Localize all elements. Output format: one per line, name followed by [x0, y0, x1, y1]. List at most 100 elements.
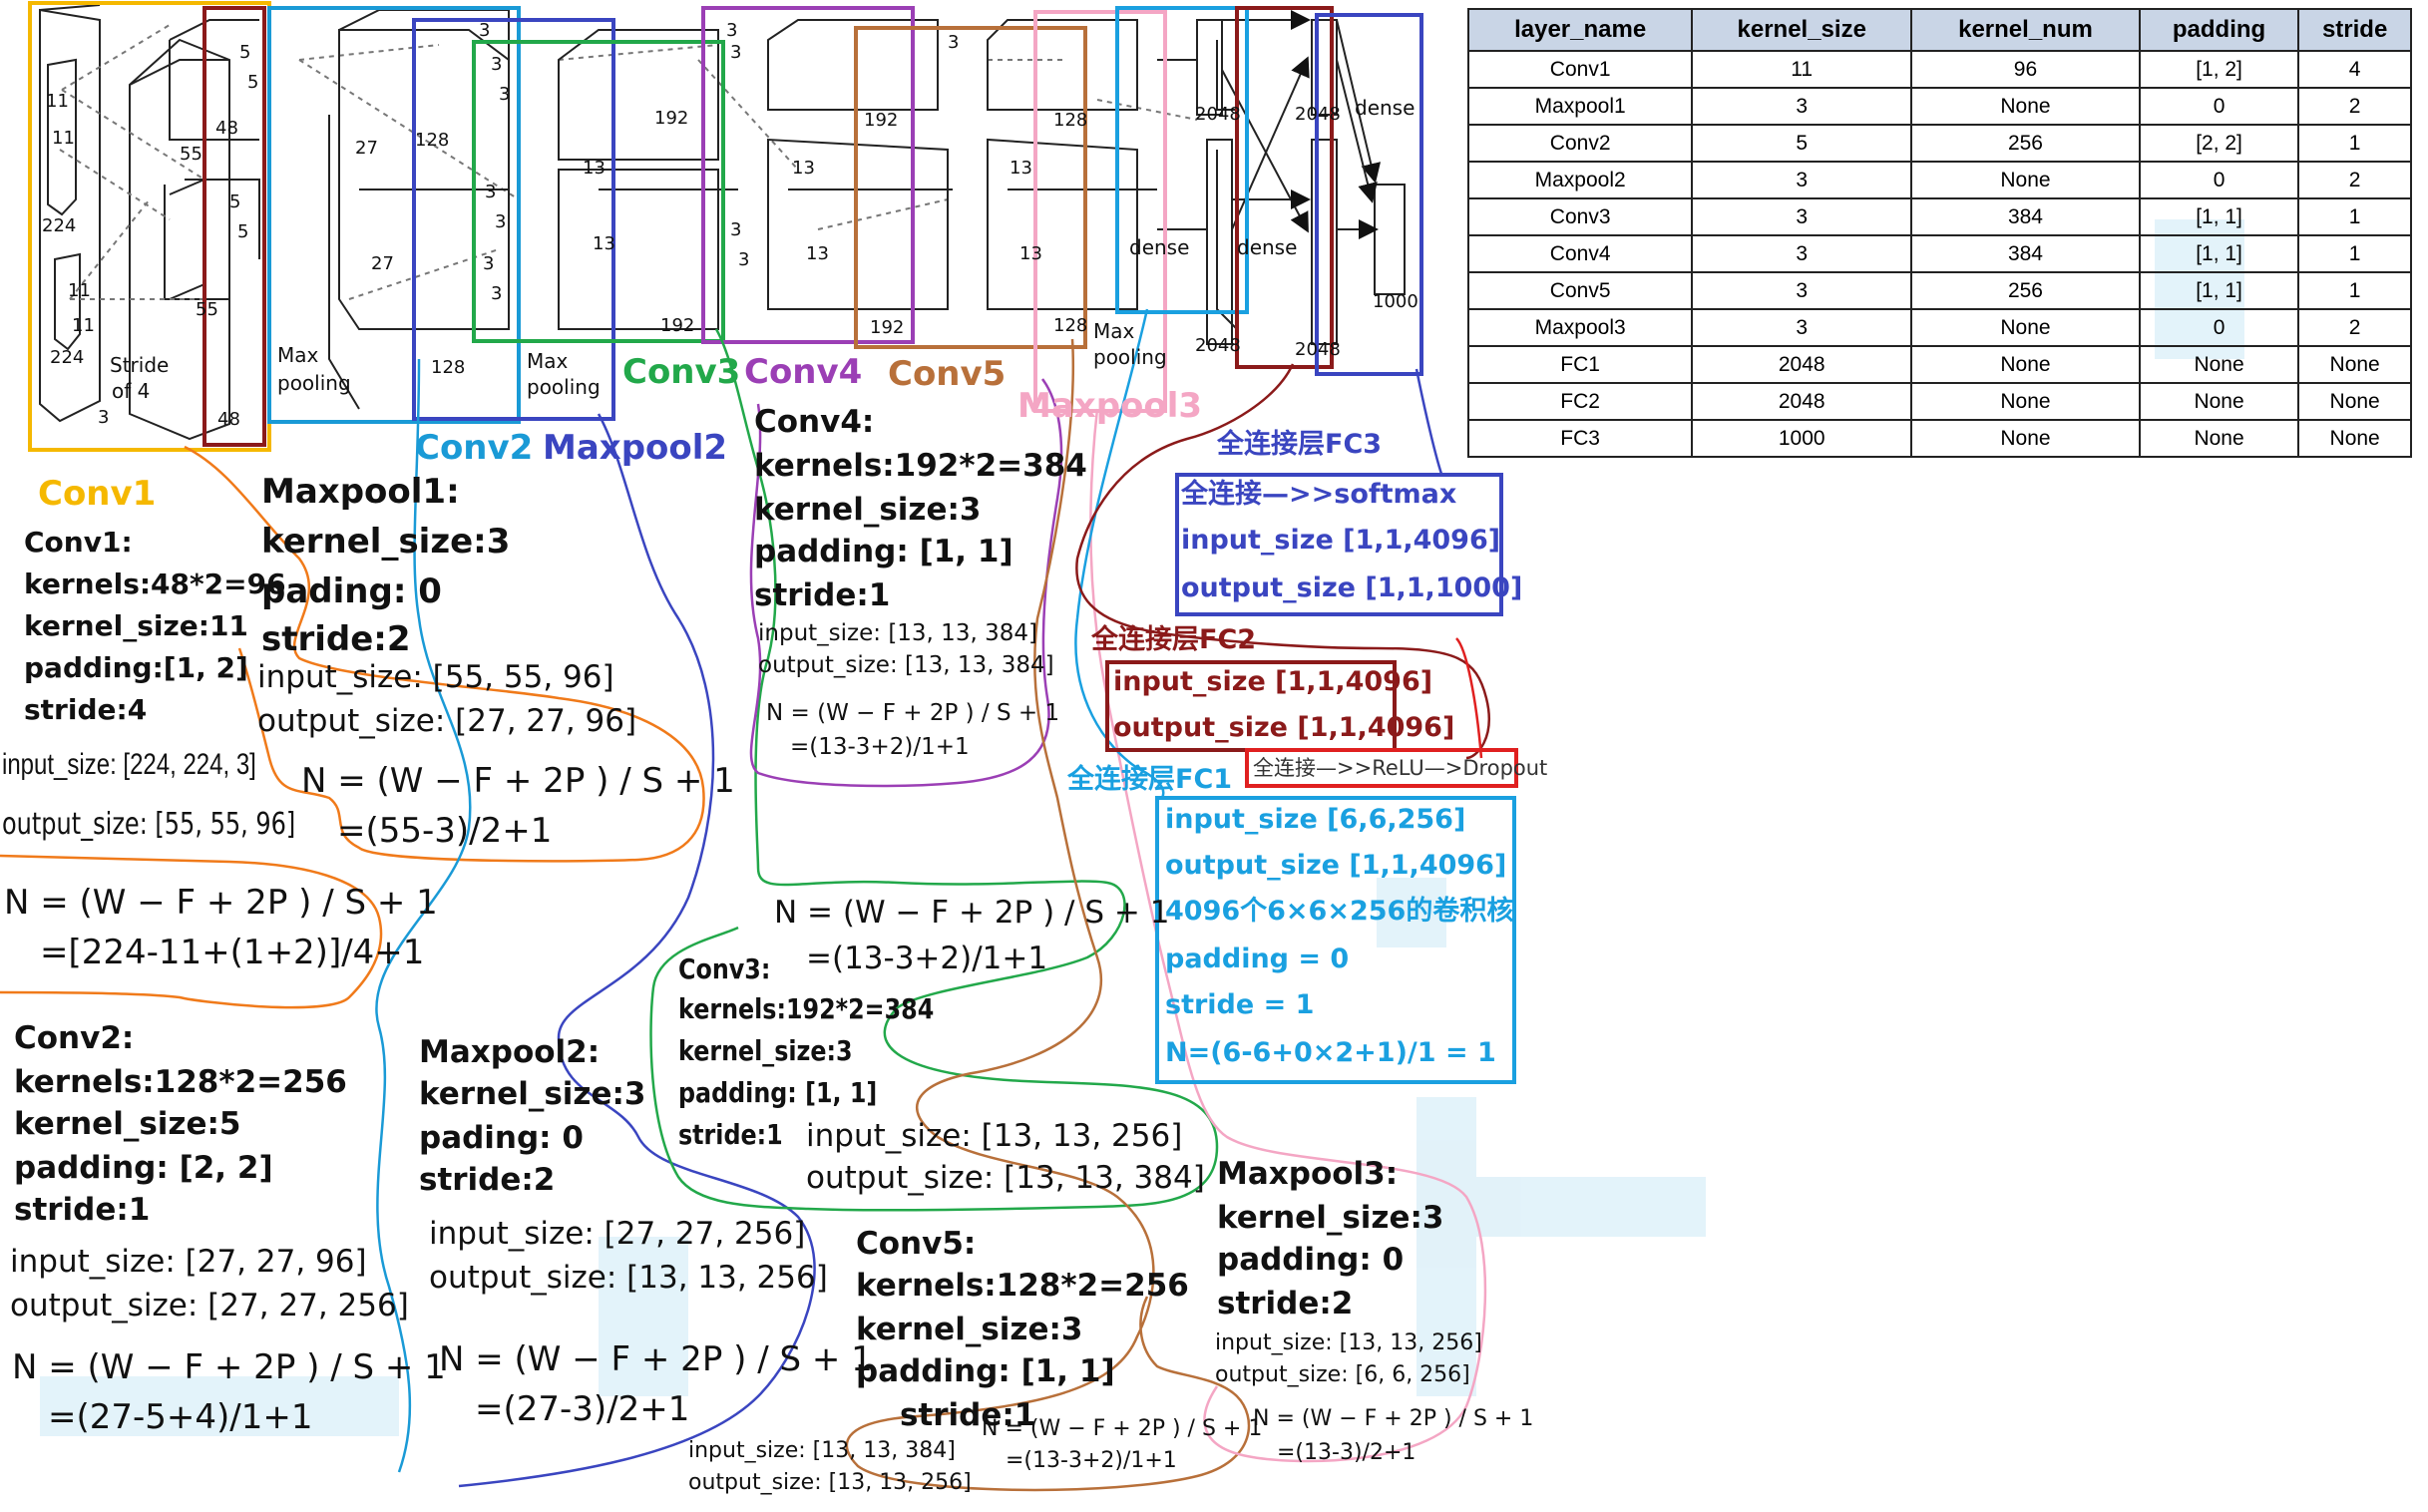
dim-label: 3: [479, 20, 491, 41]
note-line: pading: 0: [261, 571, 442, 611]
note-formula: N = (W − F + 2P ) / S + 1: [4, 883, 438, 923]
table-cell: [1, 1]: [2138, 197, 2300, 236]
note-output: output_size: [13, 13, 384]: [806, 1160, 1205, 1196]
note-line: input_size [6,6,256]: [1165, 804, 1466, 835]
maxpool3-box: [1033, 10, 1167, 413]
dim-label: 5: [229, 191, 241, 212]
section-label-maxpool2: Maxpool2: [543, 428, 728, 468]
note-line: kernel_size:5: [14, 1106, 241, 1142]
maxpool-label: pooling: [1093, 345, 1167, 369]
table-cell: None: [2297, 419, 2412, 458]
note-line: kernels:128*2=256: [856, 1268, 1189, 1304]
note-title: 全连接层FC1: [1067, 764, 1233, 795]
section-label-conv5: Conv5: [888, 354, 1007, 394]
curve-maxpool1: [184, 445, 705, 863]
dim-label: 13: [583, 158, 606, 179]
table-cell: 3: [1691, 308, 1913, 347]
maxpool2-box: [412, 18, 615, 421]
table-cell: 4: [2297, 50, 2412, 89]
note-line: padding = 0: [1165, 944, 1350, 974]
note-formula: =[224-11+(1+2)]/4+1: [40, 933, 425, 972]
dim-label: 192: [864, 110, 899, 131]
relu-dropout-note: 全连接—>>ReLU—>Dropout: [1253, 756, 1548, 780]
note-output: output_size: [13, 13, 384]: [758, 652, 1054, 678]
note-formula: N = (W − F + 2P ) / S + 1: [766, 700, 1060, 726]
table-header-cell: kernel_size: [1691, 8, 1913, 52]
table-cell: 384: [1910, 197, 2141, 236]
table-cell: None: [1910, 345, 2141, 384]
note-output: output_size: [13, 13, 256]: [688, 1470, 972, 1495]
dim-label: 13: [593, 233, 615, 254]
dim-label: 5: [247, 72, 259, 93]
note-line: kernel_size:3: [1217, 1200, 1444, 1236]
dim-label: 128: [415, 130, 450, 151]
note-input: input_size: [27, 27, 256]: [429, 1216, 806, 1252]
note-formula: =(13-3)/2+1: [1277, 1440, 1416, 1465]
dim-label: 48: [217, 409, 240, 430]
note-line: output_size [1,1,4096]: [1113, 712, 1455, 743]
table-cell: 3: [1691, 87, 1913, 126]
note-line: Conv1:: [24, 526, 133, 559]
note-input: input_size: [13, 13, 384]: [758, 620, 1037, 646]
note-formula: N = (W − F + 2P ) / S + 1: [439, 1339, 873, 1379]
note-input: input_size: [13, 13, 256]: [1215, 1330, 1482, 1355]
note-line: stride:1: [678, 1118, 783, 1151]
note-line: stride:2: [261, 619, 411, 659]
table-cell: 0: [2138, 161, 2300, 199]
annotation-curves: [0, 308, 1490, 1492]
table-cell: FC1: [1466, 345, 1694, 384]
table-cell: None: [2297, 345, 2412, 384]
dense-label: dense: [1237, 235, 1298, 259]
curve-fc1: [1074, 308, 1165, 799]
note-input: input_size: [13, 13, 384]: [688, 1438, 956, 1463]
table-cell: None: [2138, 419, 2300, 458]
note-output: output_size: [55, 55, 96]: [2, 807, 296, 842]
note-formula: =(13-3+2)/1+1: [806, 941, 1048, 976]
table-cell: 3: [1691, 271, 1913, 310]
section-label-conv4: Conv4: [744, 352, 863, 392]
dim-label: 48: [215, 118, 238, 139]
table-cell: None: [2138, 382, 2300, 421]
note-line: kernel_size:3: [419, 1076, 646, 1112]
note-formula: =(55-3)/2+1: [337, 811, 553, 851]
note-line: Maxpool2:: [419, 1034, 601, 1070]
note-line: kernel_size:11: [24, 609, 248, 642]
dim-label: 192: [654, 108, 689, 129]
note-line: 全连接—>>softmax: [1181, 479, 1457, 510]
table-cell: 0: [2138, 308, 2300, 347]
note-formula: N = (W − F + 2P ) / S + 1: [1253, 1406, 1534, 1431]
dim-label: 27: [371, 253, 394, 274]
dim-label: 224: [50, 347, 85, 368]
dim-label: 11: [46, 91, 69, 112]
note-line: Maxpool1:: [261, 472, 460, 512]
dim-label: 3: [730, 219, 742, 240]
stride-label: of 4: [112, 379, 151, 403]
note-input: input_size: [13, 13, 256]: [806, 1118, 1183, 1154]
note-line: kernels:128*2=256: [14, 1064, 347, 1100]
note-line: N=(6-6+0×2+1)/1 = 1: [1165, 1037, 1496, 1068]
note-formula: =(27-5+4)/1+1: [48, 1397, 313, 1437]
conv4-box: [701, 6, 915, 344]
note-line: stride:1: [900, 1397, 1036, 1433]
dim-label: 2048: [1295, 339, 1341, 360]
table-cell: 96: [1910, 50, 2141, 89]
dim-label: 3: [499, 84, 511, 105]
table-cell: Maxpool2: [1466, 161, 1694, 199]
table-cell: None: [1910, 382, 2141, 421]
dim-label: 192: [870, 317, 905, 338]
dim-label: 55: [196, 299, 218, 320]
table-cell: None: [1910, 308, 2141, 347]
dim-label: 55: [180, 144, 202, 165]
note-line: stride:1: [14, 1192, 151, 1228]
table-cell: Conv1: [1466, 50, 1694, 89]
note-formula: =(13-3+2)/1+1: [790, 734, 970, 760]
fc3-box: [1315, 13, 1423, 376]
note-line: Maxpool3:: [1217, 1156, 1399, 1192]
note-line: input_size [1,1,4096]: [1113, 666, 1433, 697]
dim-label: 27: [355, 138, 378, 159]
